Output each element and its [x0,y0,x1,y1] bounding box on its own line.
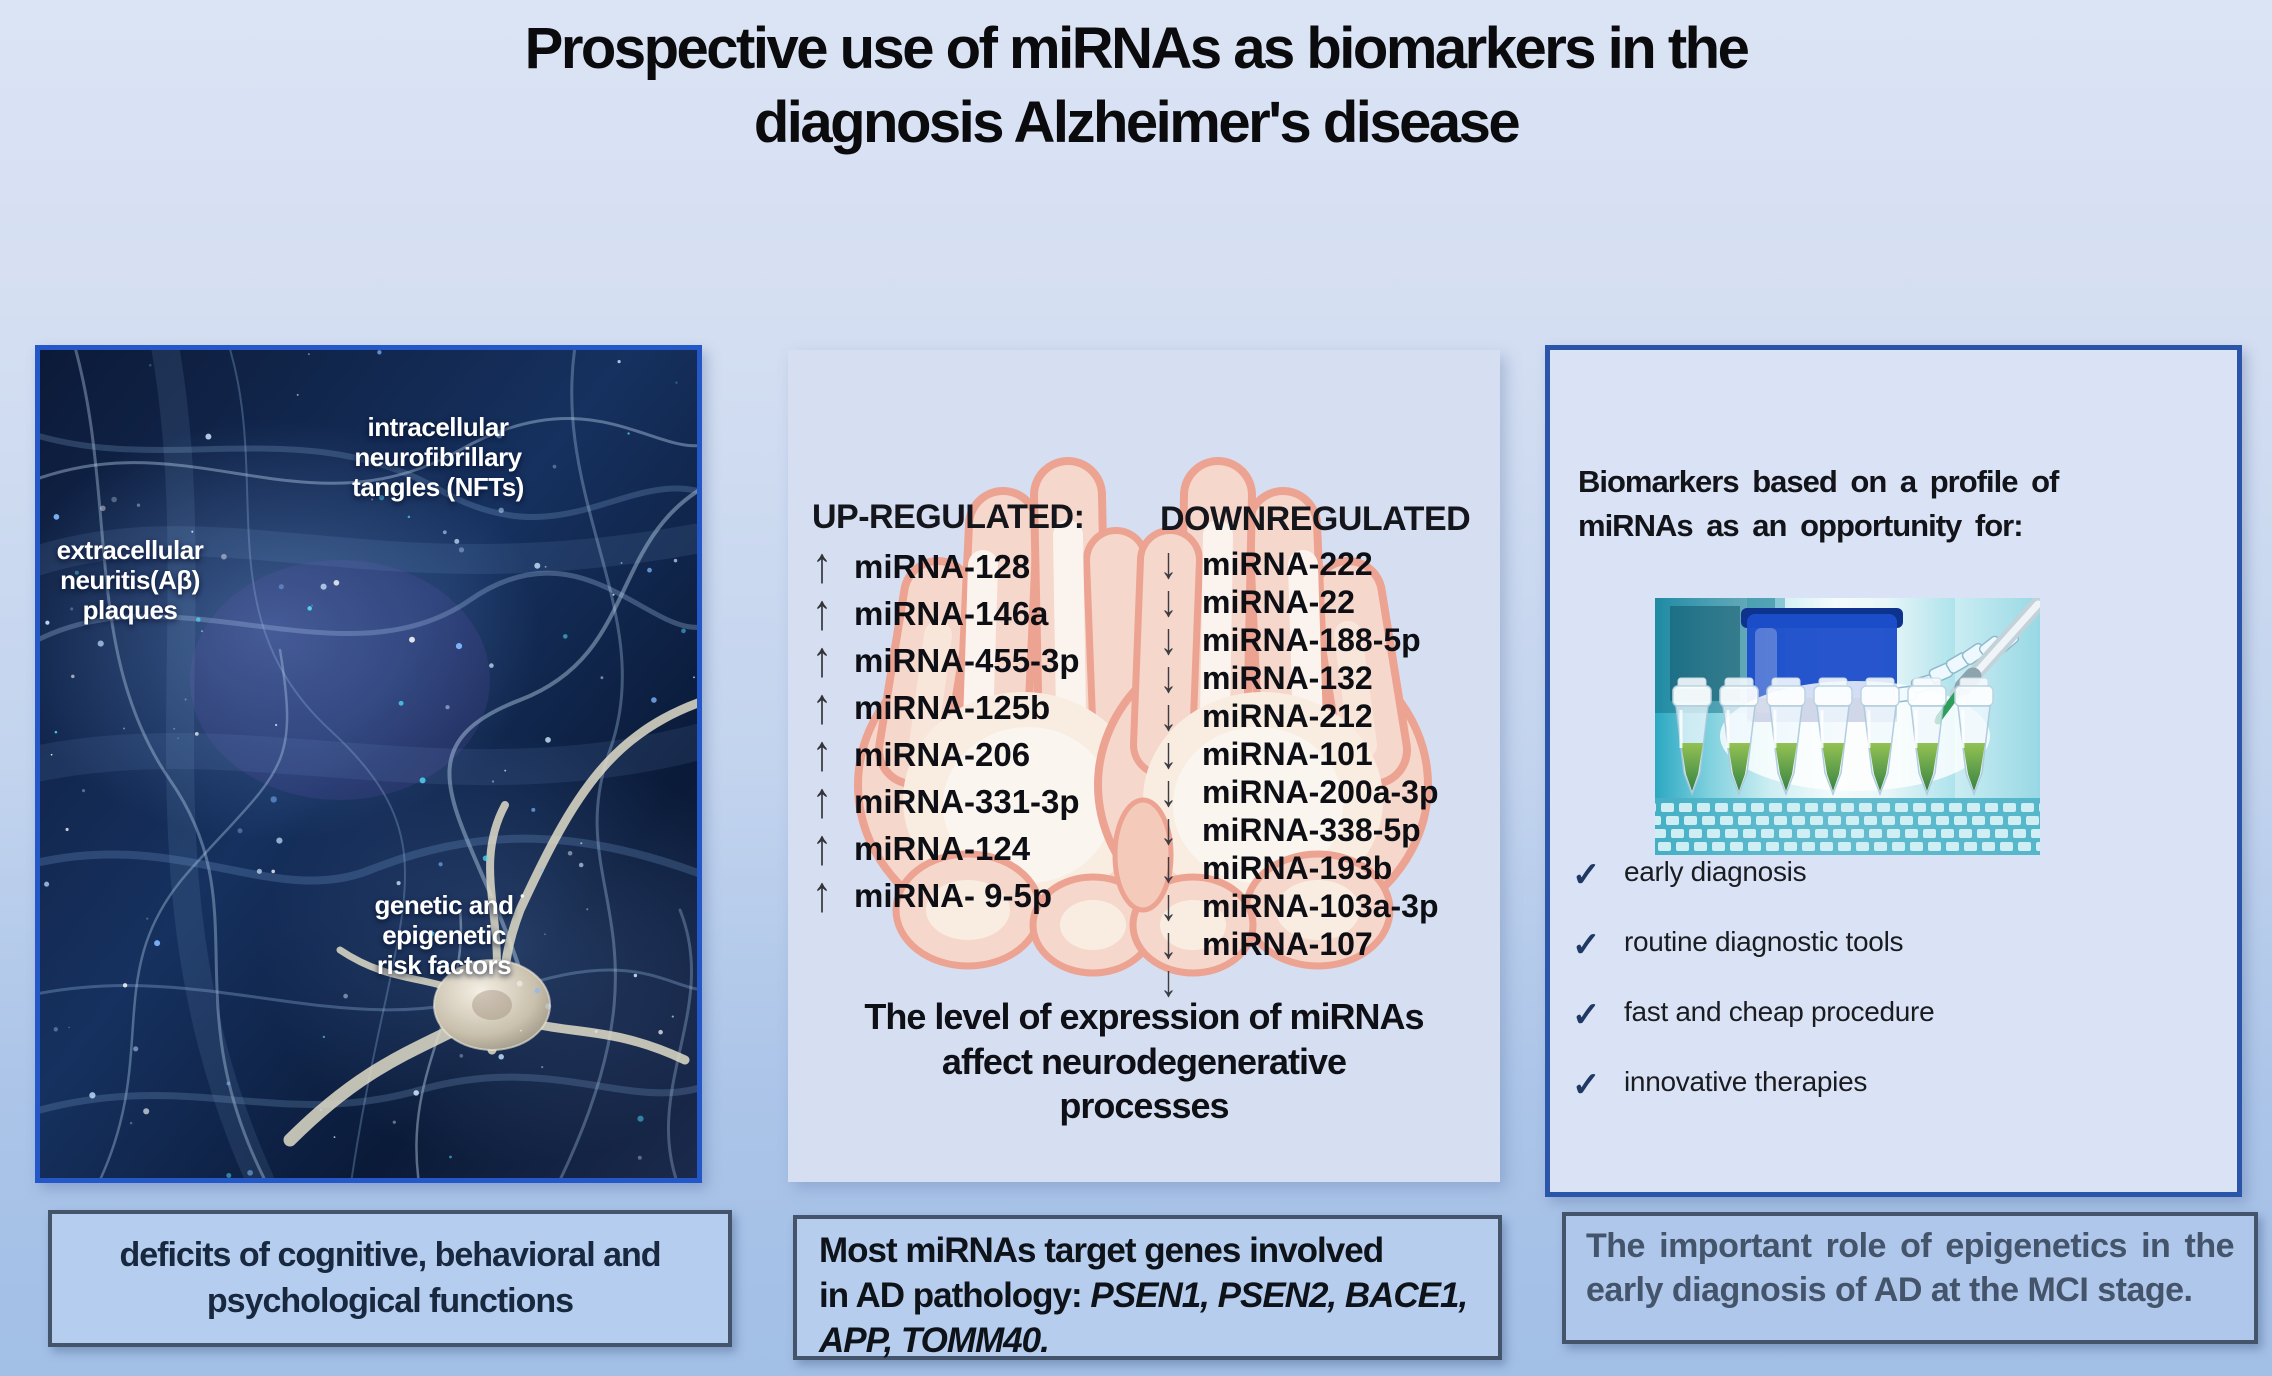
list-item: ↓miRNA-193b [1160,842,1393,893]
list-item: ↑miRNA- 9-5p [812,867,1053,923]
list-item: ↑miRNA-128 [812,538,1031,594]
label-genetic-risk-factors: genetic and epigenetic risk factors [374,890,514,981]
right-caption-text: The important role of epigenetics in the… [1586,1227,2235,1310]
page-title: Prospective use of miRNAs as biomarkers … [524,16,1750,156]
list-item: ↓miRNA-212 [1160,690,1373,741]
list-item: ↓miRNA-22 [1160,576,1355,627]
trailing-arrow-row: ↓ [1160,957,1470,1006]
check-icon: ✓ [1572,1066,1601,1104]
down-arrow-icon: ↓ [1160,880,1177,931]
list-item: ↓miRNA-222 [1160,538,1373,589]
list-item: ↓miRNA-107 [1160,918,1373,969]
down-arrow-icon: ↓ [1160,690,1177,741]
down-arrow-icon: ↓ [1160,766,1177,817]
up-arrow-icon: ↑ [812,867,832,923]
neuron-illustration [40,350,697,1178]
brain-illustration [854,457,1468,1005]
middle-caption-box: Most miRNAs target genes involved in AD … [793,1215,1502,1360]
up-arrow-icon: ↑ [812,632,832,688]
check-icon: ✓ [1572,856,1601,894]
benefits-checklist: ✓early diagnosis ✓routine diagnostic too… [1572,856,2212,1136]
middle-caption-genes: PSEN1, PSEN2, BACE1, APP, TOMM40. [819,1275,1468,1360]
biomarkers-header: Biomarkers based on a profile of miRNAs … [1578,464,2059,544]
check-icon: ✓ [1572,926,1601,964]
down-arrow-icon: ↓ [1160,842,1177,893]
downregulated-header: DOWNREGULATED [1160,500,1471,538]
list-item: ↓miRNA-103a-3p [1160,880,1439,931]
list-item: ↑miRNA-455-3p [812,632,1080,688]
list-item: ↑miRNA-124 [812,820,1031,876]
list-item: ↓miRNA-101 [1160,728,1373,779]
biomarkers-panel: Biomarkers based on a profile of miRNAs … [1545,345,2242,1197]
down-arrow-icon: ↓ [1160,576,1177,627]
list-item: ↑miRNA-206 [812,726,1031,782]
up-arrow-icon: ↑ [812,773,832,829]
middle-caption-lead: Most miRNAs target genes involved in AD … [819,1231,1384,1315]
up-arrow-icon: ↑ [812,538,832,594]
downregulated-list: DOWNREGULATED ↓miRNA-222 ↓miRNA-22 ↓miRN… [1160,500,1471,1006]
list-item: ↑miRNA-331-3p [812,773,1080,829]
left-caption-text: deficits of cognitive, behavioral and ps… [119,1235,661,1320]
list-item: ↓miRNA-200a-3p [1160,766,1439,817]
list-item: ↓miRNA-132 [1160,652,1373,703]
down-arrow-icon: ↓ [1160,956,1177,1007]
mirna-lists-panel: UP-REGULATED: ↑miRNA-128 ↑miRNA-146a ↑mi… [788,350,1500,1182]
check-icon: ✓ [1572,996,1601,1034]
right-caption-box: The important role of epigenetics in the… [1562,1212,2258,1344]
check-item: ✓innovative therapies [1572,1066,1868,1104]
expression-note: The level of expression of miRNAs affect… [864,996,1424,1127]
list-item: ↑miRNA-125b [812,679,1051,735]
down-arrow-icon: ↓ [1160,728,1177,779]
neuron-image-panel: intracellular neurofibrillary tangles (N… [35,345,702,1183]
up-arrow-icon: ↑ [812,726,832,782]
down-arrow-icon: ↓ [1160,652,1177,703]
list-item: ↓miRNA-338-5p [1160,804,1421,855]
down-arrow-icon: ↓ [1160,804,1177,855]
label-neurofibrillary-tangles: intracellular neurofibrillary tangles (N… [352,412,524,503]
upregulated-header: UP-REGULATED: [812,498,1085,536]
label-amyloid-plaques: extracellular neuritis(Aβ) plaques [56,535,204,626]
down-arrow-icon: ↓ [1160,538,1177,589]
list-item: ↑miRNA-146a [812,585,1049,641]
up-arrow-icon: ↑ [812,679,832,735]
check-item: ✓routine diagnostic tools [1572,926,1904,964]
down-arrow-icon: ↓ [1160,614,1177,665]
up-arrow-icon: ↑ [812,820,832,876]
check-item: ✓early diagnosis [1572,856,1807,894]
upregulated-list: UP-REGULATED: ↑miRNA-128 ↑miRNA-146a ↑mi… [812,498,1085,923]
lab-pipette-illustration [1655,598,2040,855]
down-arrow-icon: ↓ [1160,918,1177,969]
check-item: ✓fast and cheap procedure [1572,996,1935,1034]
up-arrow-icon: ↑ [812,585,832,641]
list-item: ↓miRNA-188-5p [1160,614,1421,665]
left-caption-box: deficits of cognitive, behavioral and ps… [48,1210,732,1347]
